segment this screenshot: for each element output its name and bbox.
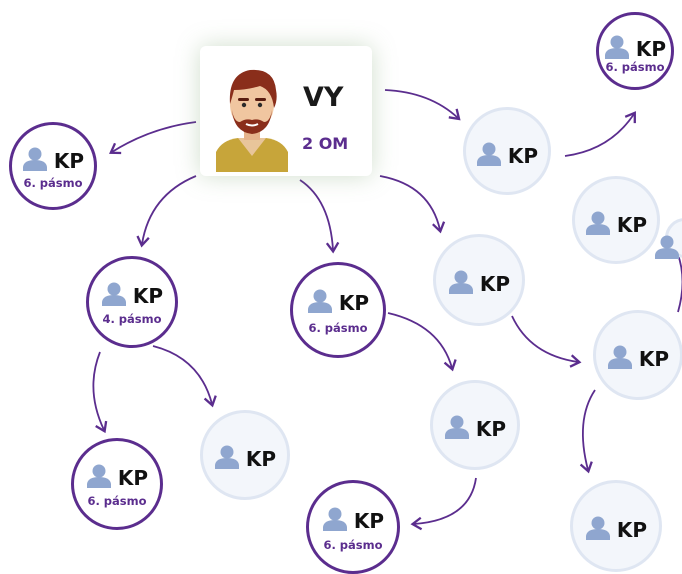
- node-label: KP: [616, 518, 648, 543]
- member-node[interactable]: KP: [572, 176, 660, 264]
- you-name: VY: [303, 82, 344, 113]
- person-icon: [604, 35, 630, 63]
- member-node[interactable]: KP 6. pásmo: [290, 262, 386, 358]
- arrow-top-node-to-corner-node: [564, 111, 636, 157]
- node-label: KP: [132, 284, 164, 308]
- member-node[interactable]: KP: [430, 380, 520, 470]
- arrow-ranked-to-right-node: [511, 315, 582, 368]
- member-node[interactable]: KP: [433, 234, 525, 326]
- member-node[interactable]: KP: [593, 310, 682, 400]
- person-icon: [307, 289, 333, 317]
- node-label: KP: [507, 143, 539, 168]
- node-label: KP: [353, 508, 385, 533]
- node-label: KP: [338, 291, 370, 315]
- node-label: KP: [635, 36, 667, 61]
- person-icon: [214, 445, 240, 473]
- connector-arrows: [92, 89, 682, 531]
- member-node[interactable]: KP 6. pásmo: [71, 438, 163, 530]
- arrow-you-to-left-node: [109, 121, 197, 155]
- rank-label: 6. pásmo: [323, 537, 383, 552]
- node-label: KP: [616, 212, 648, 237]
- rank-label: 6. pásmo: [87, 494, 147, 509]
- member-node[interactable]: KP 6. pásmo: [306, 480, 400, 574]
- node-label: KP: [117, 466, 149, 490]
- user-avatar-icon: [216, 69, 288, 172]
- node-label: KP: [475, 417, 507, 442]
- arrow-you-to-ranked-node: [379, 175, 446, 234]
- person-icon: [22, 147, 48, 175]
- member-node[interactable]: KP 6. pásmo: [9, 122, 97, 210]
- person-icon: [86, 464, 112, 492]
- node-label: KP: [53, 149, 85, 173]
- rank-label: 6. pásmo: [23, 176, 83, 191]
- person-icon: [448, 270, 474, 298]
- member-node[interactable]: KP: [463, 107, 551, 195]
- node-label: KP: [479, 272, 511, 297]
- you-points: 2 OM: [302, 134, 349, 153]
- rank-label: 6. pásmo: [308, 320, 368, 335]
- arrow-middle-to-lower-node: [387, 312, 457, 372]
- rank-label: 4. pásmo: [102, 312, 162, 327]
- arrow-right-to-bottom-right: [579, 389, 596, 474]
- arrow-you-to-middle-node: [299, 179, 340, 254]
- arrow-you-to-top-right-node: [384, 89, 461, 121]
- person-icon: [476, 142, 502, 170]
- arrow-midleft-to-bottom-ranked: [92, 351, 108, 434]
- person-icon: [444, 415, 470, 443]
- member-node[interactable]: KP: [570, 480, 662, 572]
- node-label: KP: [638, 347, 670, 372]
- member-node[interactable]: KP: [200, 410, 290, 500]
- person-icon: [654, 235, 680, 263]
- rank-label: 6. pásmo: [605, 60, 665, 75]
- arrow-lower-to-bottom-ranked: [410, 477, 477, 531]
- arrow-midleft-to-bottom-plain: [152, 345, 217, 408]
- person-icon: [585, 211, 611, 239]
- person-icon: [607, 345, 633, 373]
- person-icon: [101, 282, 127, 310]
- arrow-you-to-mid-left-node: [136, 175, 197, 248]
- member-node[interactable]: KP: [654, 218, 682, 260]
- person-icon: [585, 516, 611, 544]
- person-icon: [322, 507, 348, 535]
- node-label: KP: [245, 447, 277, 472]
- member-node[interactable]: KP 4. pásmo: [86, 256, 178, 348]
